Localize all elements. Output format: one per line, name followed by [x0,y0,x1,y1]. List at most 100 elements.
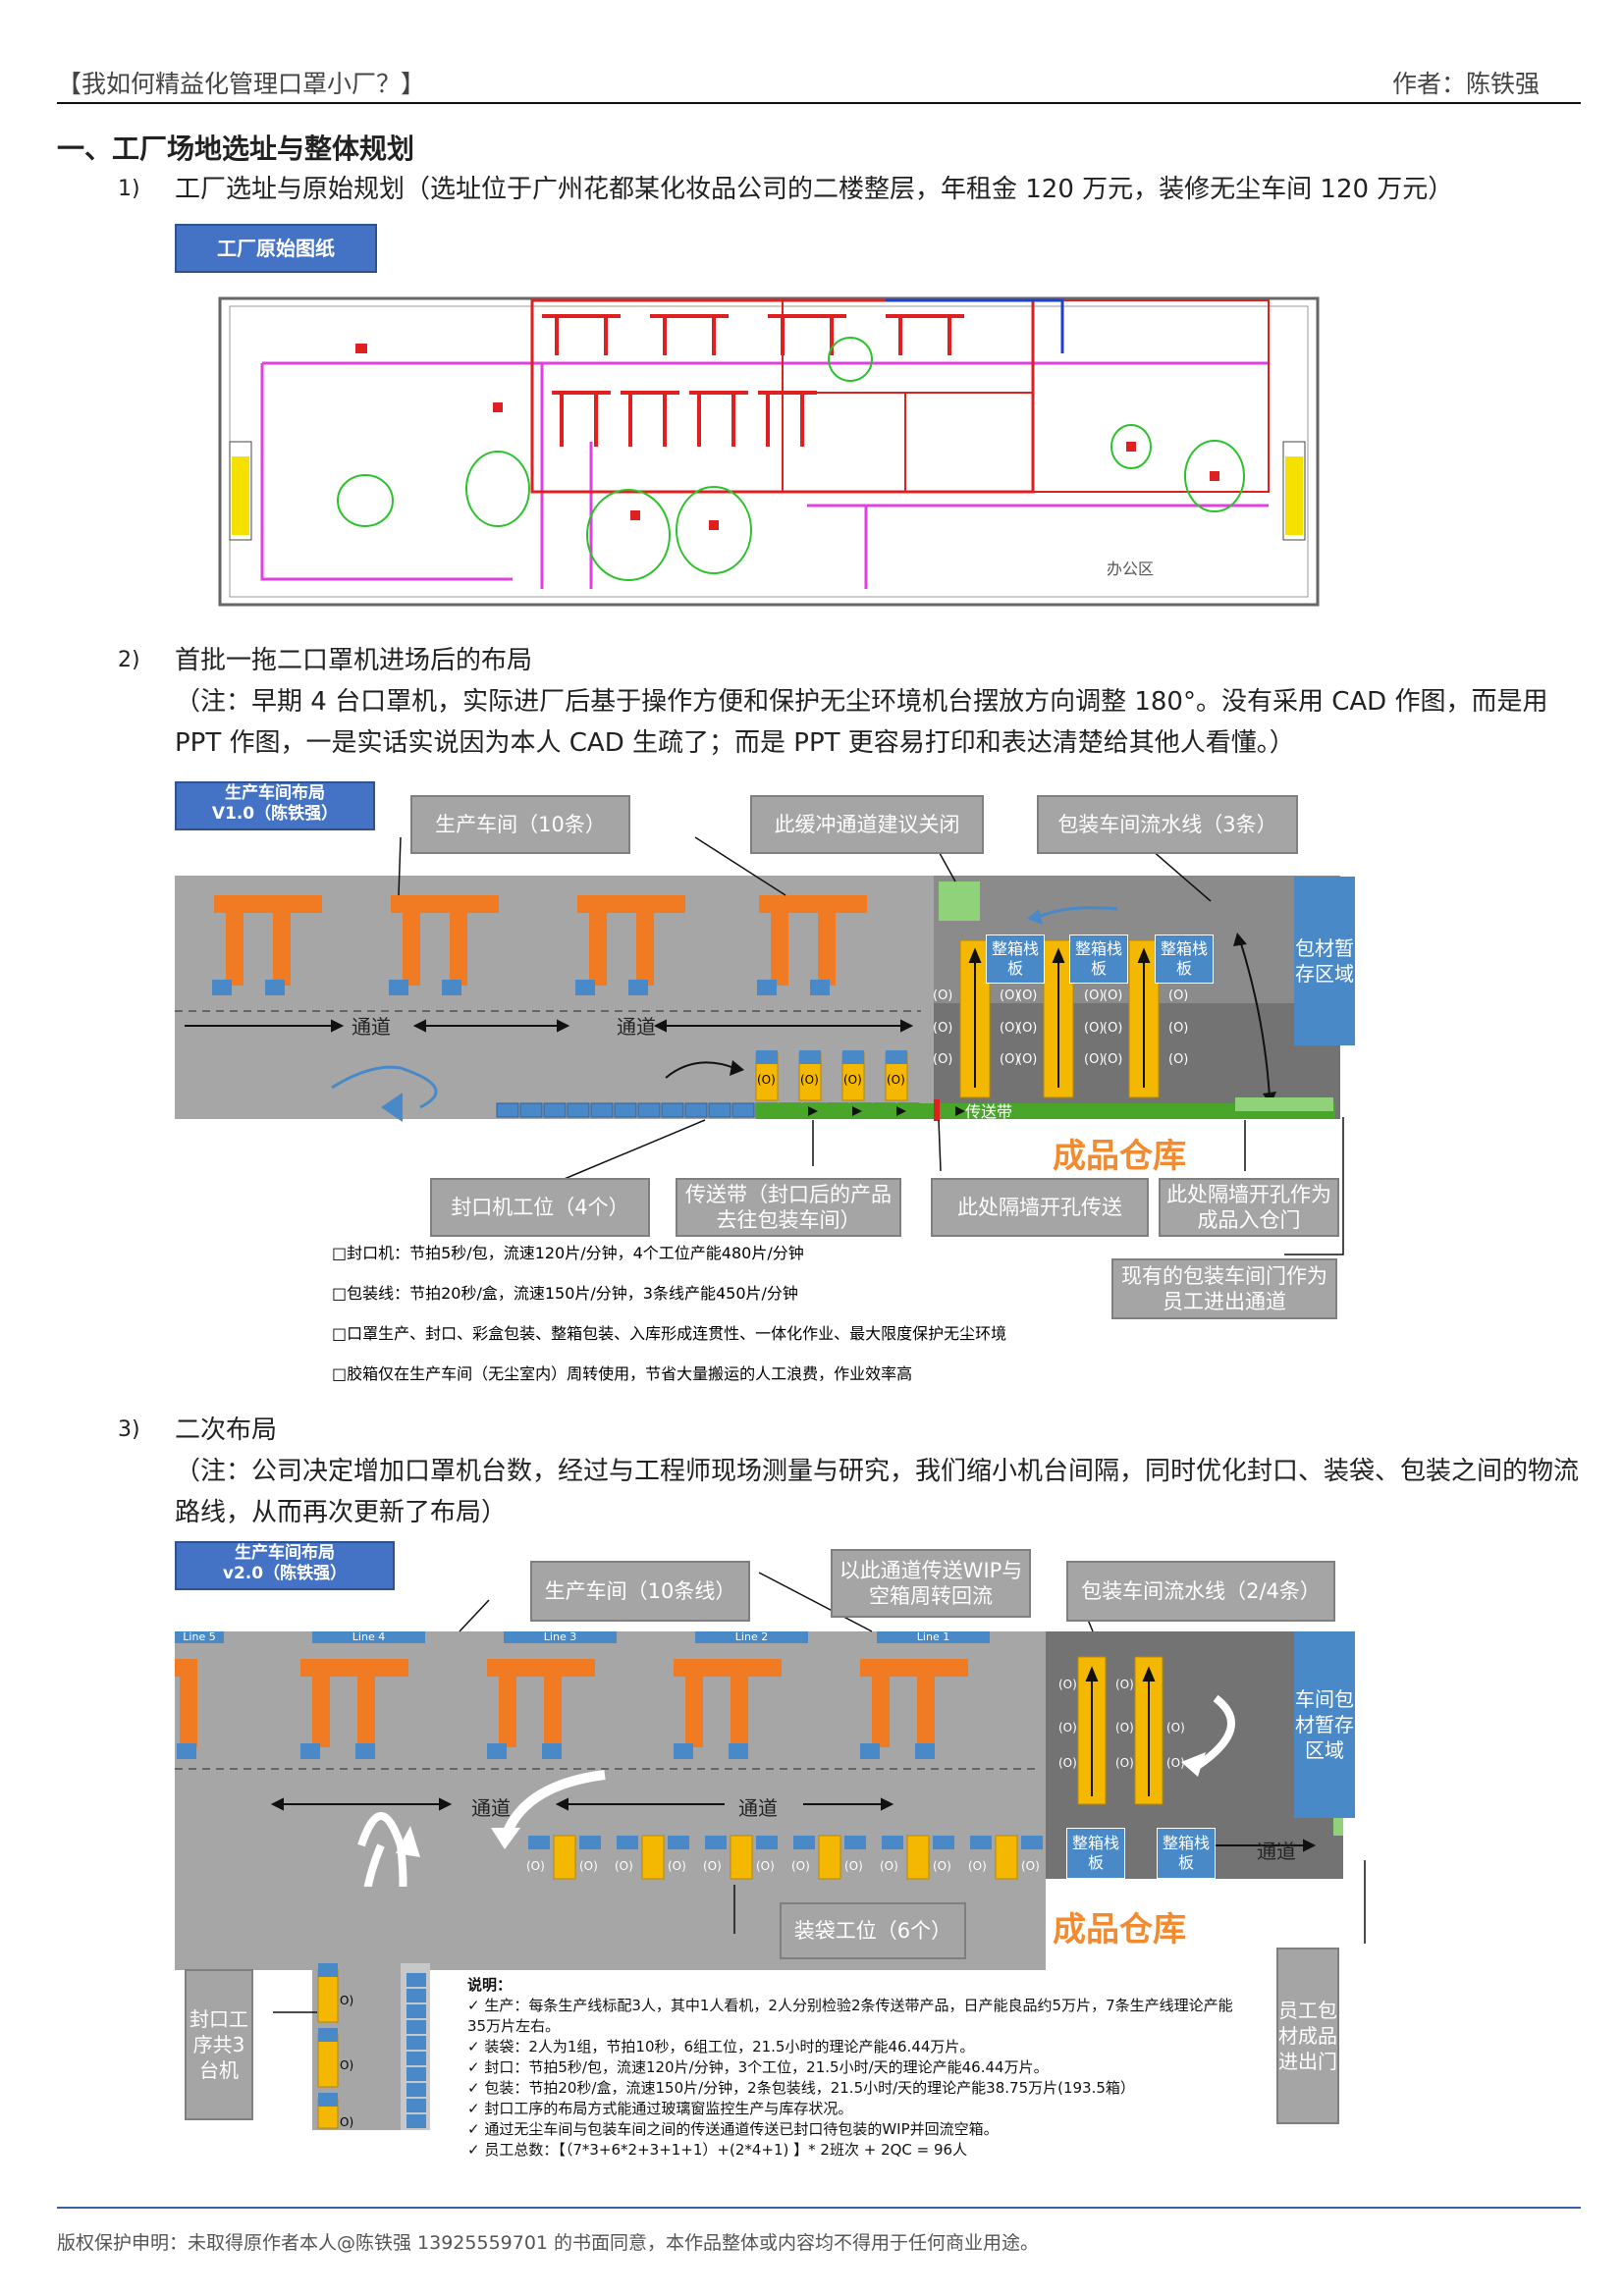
v2-staff-door: 员工包材成品进出门 [1276,1948,1339,2124]
v2-callout-bag: 装袋工位（6个） [780,1902,966,1959]
svg-text:(O): (O) [1115,1721,1134,1735]
v1-pallet-1: 整箱栈板 [986,934,1045,984]
layout-v2-diagram: (O) (O) (O) (O) (O) (O) (O) (O) (O) (O) (O) (O) O… [175,1572,1366,2130]
v1-callout-pack: 包装车间流水线（3条） [1037,795,1298,854]
v1-legend-3: 口罩生产、封口、彩盒包装、整箱包装、入库形成连贯性、一体化作业、最大限度保护无尘… [347,1324,1007,1343]
office-label: 办公区 [1107,560,1154,578]
svg-text:(O): (O) [1084,1052,1104,1067]
svg-text:(O): (O) [844,1859,863,1873]
svg-text:(O): (O) [1000,1021,1019,1036]
item2-note: （注：早期 4 台口罩机，实际进厂后基于操作方便和保护无尘环境机台摆放方向调整 … [175,687,1548,758]
layout-v2-badge: 生产车间布局 v2.0（陈铁强） [175,1541,395,1590]
footer-divider [57,2207,1581,2209]
v1-callout-wall2: 此处隔墙开孔作为成品入仓门 [1159,1178,1339,1237]
v2-line5: Line 5 [183,1630,216,1643]
header-divider [57,102,1581,104]
svg-text:(O): (O) [933,1021,952,1036]
svg-text:(O): (O) [880,1859,898,1873]
header-title: 【我如何精益化管理口罩小厂？】 [57,70,426,98]
v1-legend-2: 包装线：节拍20秒/盒，流速150片/分钟，3条线产能450片/分钟 [347,1284,798,1303]
svg-text:(O): (O) [1017,1052,1037,1067]
v1-callout-door: 现有的包装车间门作为员工进出通道 [1111,1258,1337,1319]
v2-line3: Line 3 [543,1630,577,1643]
svg-text:(O): (O) [1103,1021,1122,1036]
v2-note-6: 通过无尘车间与包装车间之间的传送通道传送已封口待包装的WIP并回流空箱。 [484,2120,999,2138]
svg-text:(O): (O) [1000,1052,1019,1067]
v2-line1: Line 1 [916,1630,950,1643]
v2-note-5: 封口工序的布局方式能通过玻璃窗监控生产与库存状况。 [484,2100,853,2117]
svg-text:(O): (O) [1168,988,1188,1003]
svg-text:(O): (O) [1084,988,1104,1003]
v2-aisle-pack: 通道 [1257,1840,1296,1863]
original-drawing-button[interactable]: 工厂原始图纸 [175,224,377,273]
svg-text:(O): (O) [791,1859,810,1873]
v1-legend-4: 胶箱仅在生产车间（无尘室内）周转使用，节省大量搬运的人工浪费，作业效率高 [347,1364,913,1383]
svg-text:(O): (O) [1103,1052,1122,1067]
svg-text:(O): (O) [1115,1756,1134,1770]
item2-number: 2) [118,648,140,672]
badge-v1-line2: V1.0（陈铁强） [211,804,339,824]
header-author: 作者：陈铁强 [1391,70,1540,98]
v2-aisle-1: 通道 [471,1796,511,1820]
v1-callout-workshop: 生产车间（10条） [410,795,630,854]
v1-pallet-3: 整箱栈板 [1155,934,1214,984]
item3-text: 二次布局 [175,1415,278,1445]
v2-note-7: 员工总数：【（7*3+6*2+3+1+1）+(2*4+1) 】* 2班次 + 2… [484,2141,968,2159]
v1-pkg-area: 包材暂存区域 [1294,877,1355,1045]
section-title: 一、工厂场地选址与整体规划 [57,133,415,165]
svg-text:(O): (O) [1168,1052,1188,1067]
v1-legend-1: 封口机：节拍5秒/包，流速120片/分钟，4个工位产能480片/分钟 [347,1244,804,1262]
svg-text:(O): (O) [703,1859,722,1873]
badge-v2-line2: v2.0（陈铁强） [222,1564,348,1583]
v1-aisle-1: 通道 [352,1015,391,1039]
footer-copyright: 版权保护申明：未取得原作者本人@陈铁强 13925559701 的书面同意，本作… [57,2232,1040,2254]
svg-text:(O): (O) [800,1073,819,1087]
svg-text:(O): (O) [1058,1756,1077,1770]
svg-text:(O): (O) [1168,1021,1188,1036]
svg-text:(O): (O) [1166,1721,1185,1735]
svg-text:(O): (O) [1000,988,1019,1003]
svg-text:(O): (O) [1017,988,1037,1003]
v1-callout-conveyor: 传送带（封口后的产品去往包装车间） [676,1178,901,1237]
item1-number: 1) [118,177,140,201]
svg-text:(O): (O) [756,1859,775,1873]
v1-aisle-2: 通道 [617,1015,656,1039]
v2-notes: 说明： ✓ 生产：每条生产线标配3人，其中1人看机，2人分别检验2条传送带产品，… [467,1975,1243,2161]
svg-text:(O): (O) [757,1073,776,1087]
v2-notes-title: 说明： [467,1976,513,1994]
svg-text:(O): (O) [843,1073,862,1087]
svg-text:(O): (O) [1084,1021,1104,1036]
svg-text:(O): (O) [933,988,952,1003]
v1-warehouse-label: 成品仓库 [1053,1137,1186,1176]
svg-text:O): O) [340,2115,353,2129]
item3-note: （注：公司决定增加口罩机台数，经过与工程师现场测量与研究，我们缩小机台间隔，同时… [175,1457,1580,1527]
v2-seal-process: 封口工序共3台机 [185,1969,253,2120]
svg-text:O): O) [340,1994,353,2007]
v1-legend: □封口机：节拍5秒/包，流速120片/分钟，4个工位产能480片/分钟 □包装线… [332,1244,1007,1383]
svg-text:(O): (O) [887,1073,905,1087]
v2-line4: Line 4 [352,1630,386,1643]
svg-text:(O): (O) [1058,1721,1077,1735]
v2-note-4: 包装：节拍20秒/盒，流速150片/分钟，2条包装线，21.5小时/天的理论产能… [484,2079,1135,2097]
svg-text:(O): (O) [1166,1756,1185,1770]
v2-pallet-1: 整箱栈板 [1066,1828,1125,1879]
svg-text:(O): (O) [968,1859,987,1873]
svg-text:(O): (O) [933,1052,952,1067]
v1-pallet-2: 整箱栈板 [1069,934,1128,984]
svg-text:(O): (O) [1021,1859,1040,1873]
svg-text:O): O) [340,2058,353,2072]
item3-number: 3) [118,1417,140,1442]
svg-text:(O): (O) [526,1859,545,1873]
layout-v1-badge: 生产车间布局 V1.0（陈铁强） [175,781,375,830]
v1-machines [214,895,867,986]
svg-text:(O): (O) [933,1859,951,1873]
badge-v2-line1: 生产车间布局 [235,1543,335,1563]
v2-note-3: 封口：节拍5秒/包，流速120片/分钟，3个工位，21.5小时/天的理论产能46… [484,2058,1049,2076]
svg-text:(O): (O) [1017,1021,1037,1036]
item2-text: 首批一拖二口罩机进场后的布局 [175,646,533,675]
v2-note-2: 装袋：2人为1组，节拍10秒，6组工位，21.5小时的理论产能46.44万片。 [484,2038,975,2056]
svg-text:(O): (O) [579,1859,598,1873]
v2-aisle-2: 通道 [738,1796,778,1820]
original-floor-plan: 办公区 [218,296,1320,607]
svg-text:(O): (O) [1115,1678,1134,1691]
